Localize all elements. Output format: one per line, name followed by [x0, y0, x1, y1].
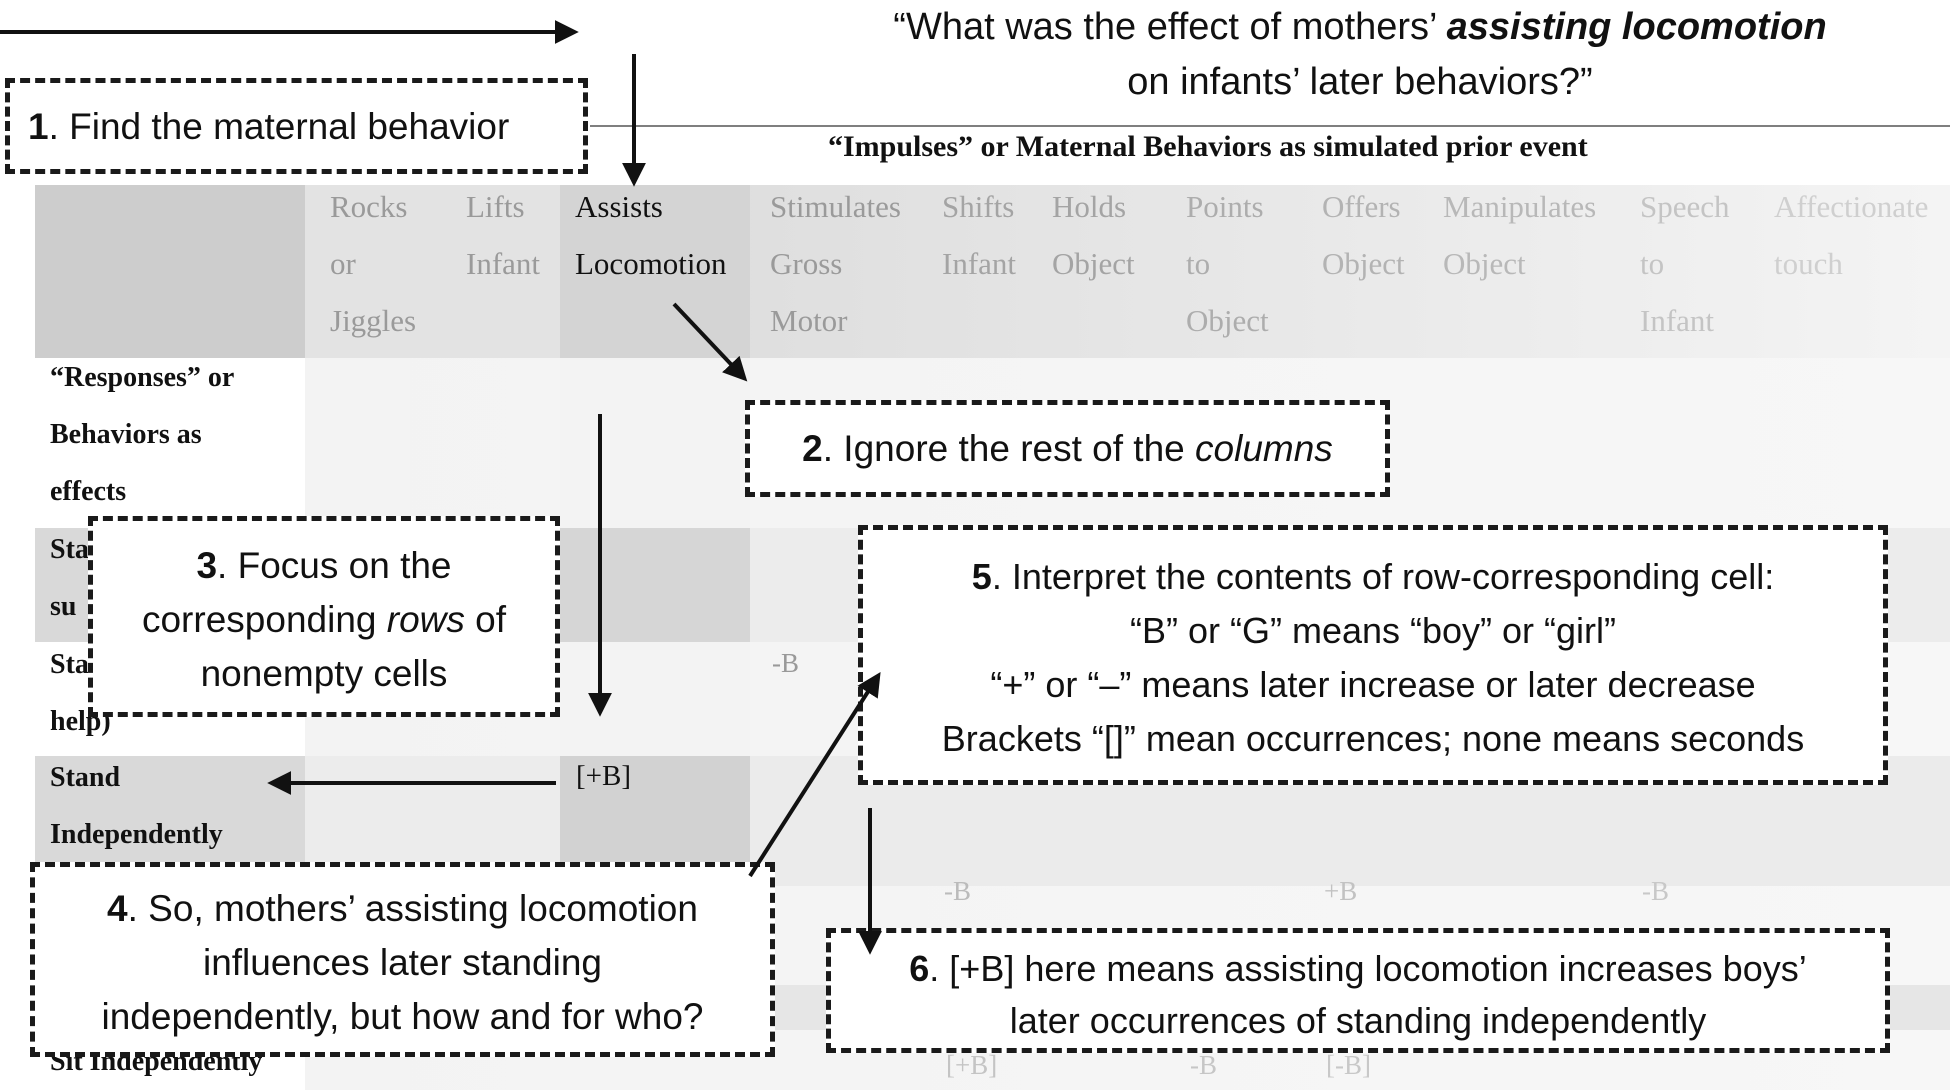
question-line1: “What was the effect of mothers’	[893, 6, 1447, 48]
col-points-to-object: Points to Object	[1186, 189, 1269, 338]
callout-1: 1. Find the maternal behavior	[5, 78, 588, 174]
row-label-stand-supported: Sta su	[50, 534, 89, 622]
cell-sit-offers: [-B]	[1326, 1050, 1371, 1080]
callout-6: 6. [+B] here means assisting locomotion …	[826, 928, 1890, 1053]
cell-stand-independently-assists: [+B]	[576, 760, 632, 792]
header-cell-rocks-lifts	[305, 185, 560, 358]
arrow-to-callout-2	[672, 302, 748, 382]
row-label-stand-independently: Stand Independently	[50, 762, 223, 850]
cell-stimulates-gross-motor: -B	[772, 648, 799, 678]
col-shifts-infant: Shifts Infant	[942, 189, 1017, 281]
impulses-title: “Impulses” or Maternal Behaviors as simu…	[828, 130, 1588, 163]
research-question: “What was the effect of mothers’ assisti…	[760, 0, 1950, 110]
cell-offers-object: +B	[1324, 876, 1358, 906]
col-offers-object: Offers Object	[1322, 189, 1405, 281]
cell-sit-shifts: [+B]	[946, 1050, 998, 1080]
arrow-to-callout-5	[748, 671, 881, 878]
col-lifts-infant: Lifts Infant	[466, 189, 541, 281]
col-speech-to-infant: Speech to Infant	[1640, 189, 1730, 338]
row-label-stand-with-help: Sta help)	[50, 649, 111, 737]
cell-sit-points: -B	[1190, 1050, 1217, 1080]
callout-3: 3. Focus on the corresponding rows of no…	[88, 516, 560, 717]
cell-speech-to-infant: -B	[1642, 876, 1669, 906]
col-stimulates-gross-motor: Stimulates Gross Motor	[770, 189, 901, 338]
header-stub-cell	[35, 185, 305, 358]
header-cell-assists	[560, 185, 750, 358]
col-affectionate-touch: Affectionate touch	[1774, 189, 1929, 281]
callout-5: 5. Interpret the contents of row-corresp…	[858, 525, 1888, 785]
col-assists-locomotion: Assists Locomotion	[575, 189, 727, 281]
callout-2: 2. Ignore the rest of the columns	[745, 400, 1390, 497]
col-manipulates-object: Manipulates Object	[1443, 189, 1597, 281]
row-band-1-assists	[560, 528, 750, 642]
question-emphasis: assisting locomotion	[1446, 6, 1827, 48]
responses-label: “Responses” or Behaviors as effects	[50, 362, 235, 507]
question-line2: on infants’ later behaviors?”	[1127, 61, 1593, 103]
cell-shifts-infant: -B	[944, 876, 971, 906]
col-holds-object: Holds Object	[1052, 189, 1135, 281]
callout-4: 4. So, mothers’ assisting locomotion inf…	[30, 862, 775, 1057]
col-rocks-or-jiggles: Rocks or Jiggles	[330, 189, 417, 338]
